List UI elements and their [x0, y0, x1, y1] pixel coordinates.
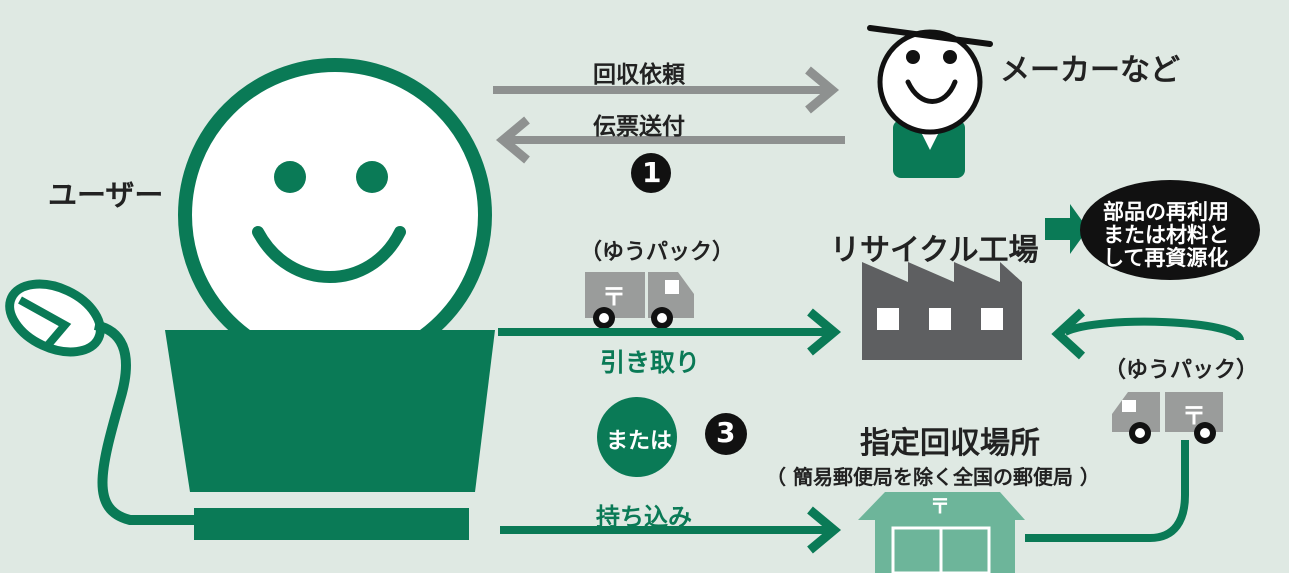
- step-3-number: 3: [716, 416, 736, 449]
- slip-arrow: [495, 116, 845, 164]
- collection-title: 指定回収場所: [860, 426, 1040, 461]
- or-badge: [597, 397, 677, 477]
- request-label: 回収依頼: [593, 62, 685, 88]
- return-route: [1025, 308, 1244, 542]
- collection-note: （ 簡易郵便局を除く全国の郵便局 ）: [766, 465, 1100, 489]
- laptop-icon: [165, 330, 495, 540]
- truck-icon-right: [1112, 392, 1223, 444]
- reuse-arrow: [1045, 204, 1088, 254]
- slip-label: 伝票送付: [593, 114, 685, 140]
- yupack-label-left: （ゆうパック）: [580, 240, 735, 265]
- step-3-badge: [705, 413, 747, 455]
- yupack-label-right: （ゆうパック）: [1104, 358, 1259, 383]
- maker-smiley-icon: [867, 25, 993, 178]
- mouse-icon: [5, 279, 195, 525]
- carry-in-label: 持ち込み: [596, 503, 692, 531]
- pickup-label: 引き取り: [600, 348, 701, 377]
- postal-mark-icon: 〒: [602, 283, 626, 311]
- reuse-line-1: 部品の再利用: [1103, 200, 1229, 224]
- postal-mark-icon-right: 〒: [1182, 402, 1206, 430]
- factory-icon: [862, 262, 1022, 360]
- postal-mark-icon-office: 〒: [930, 494, 950, 518]
- pickup-arrow: [498, 308, 842, 356]
- post-office-icon: [858, 492, 1025, 573]
- step-1-number: 1: [642, 156, 662, 189]
- step-1-badge: [631, 153, 671, 193]
- reuse-bubble: [1080, 180, 1260, 280]
- reuse-line-2: または材料と: [1103, 223, 1229, 247]
- request-arrow: [493, 66, 840, 114]
- user-smiley-icon: [178, 58, 492, 372]
- maker-label: メーカーなど: [1000, 53, 1180, 88]
- factory-label: リサイクル工場: [830, 233, 1039, 268]
- truck-icon: [585, 272, 694, 329]
- reuse-line-3: して再資源化: [1103, 246, 1229, 270]
- user-label: ユーザー: [48, 178, 164, 212]
- carry-in-arrow: [500, 506, 842, 554]
- or-label: または: [606, 429, 673, 454]
